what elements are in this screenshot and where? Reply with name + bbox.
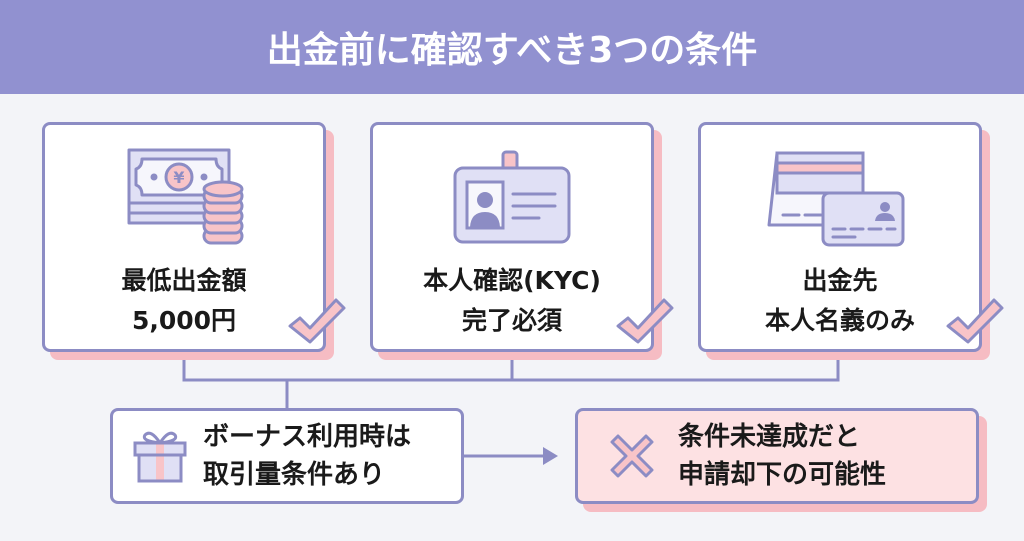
check-icon xyxy=(946,298,1004,344)
gift-icon xyxy=(133,431,187,483)
card-label: 本人確認(KYC) 完了必須 xyxy=(373,261,651,341)
bonus-line1: ボーナス利用時は xyxy=(203,422,412,452)
condition-card-min-withdrawal: ¥ 最低出金額 5,000円 xyxy=(42,122,326,352)
bonus-line2: 取引量条件あり xyxy=(203,460,386,490)
id-card-icon xyxy=(453,150,571,243)
arrow-head-icon xyxy=(543,447,558,465)
bonus-text: ボーナス利用時は 取引量条件あり xyxy=(203,418,411,494)
cross-icon xyxy=(610,434,654,478)
card-title: 最低出金額 xyxy=(121,266,247,295)
check-icon xyxy=(616,298,674,344)
condition-card-kyc: 本人確認(KYC) 完了必須 xyxy=(370,122,654,352)
reject-text: 条件未達成だと 申請却下の可能性 xyxy=(678,418,886,494)
condition-card-account-name: 出金先 本人名義のみ xyxy=(698,122,982,352)
card-title: 出金先 xyxy=(802,266,878,295)
bank-card-id-icon xyxy=(767,151,905,247)
money-coins-icon: ¥ xyxy=(127,148,244,245)
header-banner: 出金前に確認すべき3つの条件 xyxy=(0,0,1024,94)
card-value: 5,000円 xyxy=(131,306,237,335)
card-title: 本人確認(KYC) xyxy=(423,266,601,295)
card-value: 本人名義のみ xyxy=(764,306,915,335)
reject-warning-box: 条件未達成だと 申請却下の可能性 xyxy=(575,408,979,504)
check-icon xyxy=(288,298,346,344)
reject-line1: 条件未達成だと xyxy=(678,422,861,452)
card-label: 出金先 本人名義のみ xyxy=(701,261,979,341)
card-label: 最低出金額 5,000円 xyxy=(45,261,323,341)
reject-line2: 申請却下の可能性 xyxy=(678,460,887,490)
card-value: 完了必須 xyxy=(461,306,562,335)
page-title: 出金前に確認すべき3つの条件 xyxy=(266,30,758,71)
svg-text:¥: ¥ xyxy=(173,168,184,187)
bonus-condition-box: ボーナス利用時は 取引量条件あり xyxy=(110,408,464,504)
